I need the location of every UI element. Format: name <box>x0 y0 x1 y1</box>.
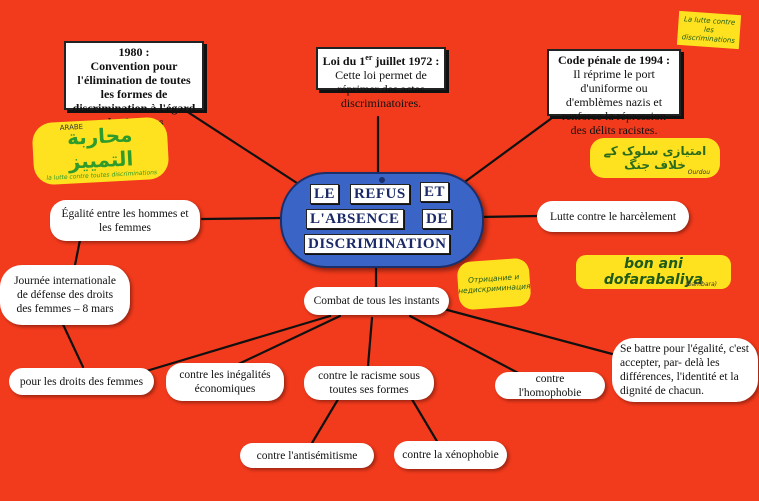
connector-racisme <box>366 316 374 368</box>
connector-xenophobie <box>408 394 440 445</box>
bubble-egalite-long: Se battre pour l'égalité, c'est accepter… <box>612 338 758 402</box>
sticky-arabic-text: محاربة التمييز <box>66 121 134 174</box>
connector-homophobie <box>408 314 524 377</box>
connector-1994 <box>460 113 558 186</box>
connector-inegalites-2 <box>228 314 342 370</box>
sticky-bambara-note: (bambara) <box>685 281 717 288</box>
sticky-urdu-note: Ourdou <box>687 169 710 176</box>
bubble-droits-femmes: pour les droits des femmes <box>9 368 154 395</box>
bubble-racisme: contre le racisme sous toutes ses formes <box>304 366 434 400</box>
date-1972-text: Cette loi permet de réprimer des actes d… <box>335 68 427 110</box>
sticky-russian-text: Отрицание и недискриминация <box>457 272 531 296</box>
bubble-combat: Combat de tous les instants <box>304 287 449 315</box>
sticky-bambara: bon ani dofarabaliya (bambara) <box>576 255 731 289</box>
sticky-urdu: امتیازی سلوک کے خلاف جنگ Ourdou <box>590 138 720 178</box>
central-topic: LE REFUS ET L'ABSENCE DE DISCRIMINATION <box>280 172 484 268</box>
center-word-refus: REFUS <box>350 184 410 204</box>
bubble-inegalites: contre les inégalités économiques <box>166 363 284 401</box>
sticky-corner: La lutte contre les discriminations <box>676 10 742 50</box>
date-1994-title: Code pénale de 1994 : <box>558 53 670 67</box>
bubble-journee: Journée internationale de défense des dr… <box>0 265 130 325</box>
date-box-1972: Loi du 1er juillet 1972 : Cette loi perm… <box>316 47 446 110</box>
bubble-xenophobie: contre la xénophobie <box>394 441 507 469</box>
sticky-corner-text: La lutte contre les discriminations <box>681 14 736 45</box>
center-word-absence: L'ABSENCE <box>306 209 404 229</box>
pin-icon <box>379 177 385 183</box>
date-box-1980: 1980 : Convention pour l'élimination de … <box>64 41 204 129</box>
center-word-le: LE <box>310 184 340 204</box>
bubble-harcelement: Lutte contre le harcèlement <box>537 201 689 232</box>
connector-egalite-long <box>438 306 618 357</box>
connector-inegalites <box>141 314 332 374</box>
connector-1980 <box>178 105 302 187</box>
bubble-egalite: Égalité entre les hommes et les femmes <box>50 200 200 241</box>
connector-harcelement <box>476 214 539 219</box>
sticky-arabic-label: ARABE <box>59 122 84 133</box>
center-word-de: DE <box>422 209 452 229</box>
bubble-antisemitisme: contre l'antisémitisme <box>240 443 374 468</box>
date-box-1994: Code pénale de 1994 : Il réprime le port… <box>547 49 681 137</box>
bubble-homophobie: contre l'homophobie <box>495 372 605 399</box>
date-1980-title: 1980 : <box>118 45 150 59</box>
connector-droits-femmes <box>58 316 85 369</box>
sticky-arabic: ARABE محاربة التمييز la lutte contre tou… <box>31 116 170 186</box>
sticky-russian: Отрицание и недискриминация <box>456 257 532 311</box>
sticky-bambara-text: bon ani dofarabaliya <box>603 256 704 288</box>
connector-egalite <box>200 216 284 221</box>
date-1994-text: Il réprime le port d'uniforme ou d'emblè… <box>562 67 666 137</box>
connector-antisemitisme <box>310 394 342 445</box>
date-1972-title: Loi du 1er juillet 1972 : <box>322 53 440 68</box>
sticky-urdu-text: امتیازی سلوک کے خلاف جنگ <box>603 144 707 172</box>
center-word-discrimination: DISCRIMINATION <box>304 234 451 254</box>
center-word-et: ET <box>420 182 450 202</box>
